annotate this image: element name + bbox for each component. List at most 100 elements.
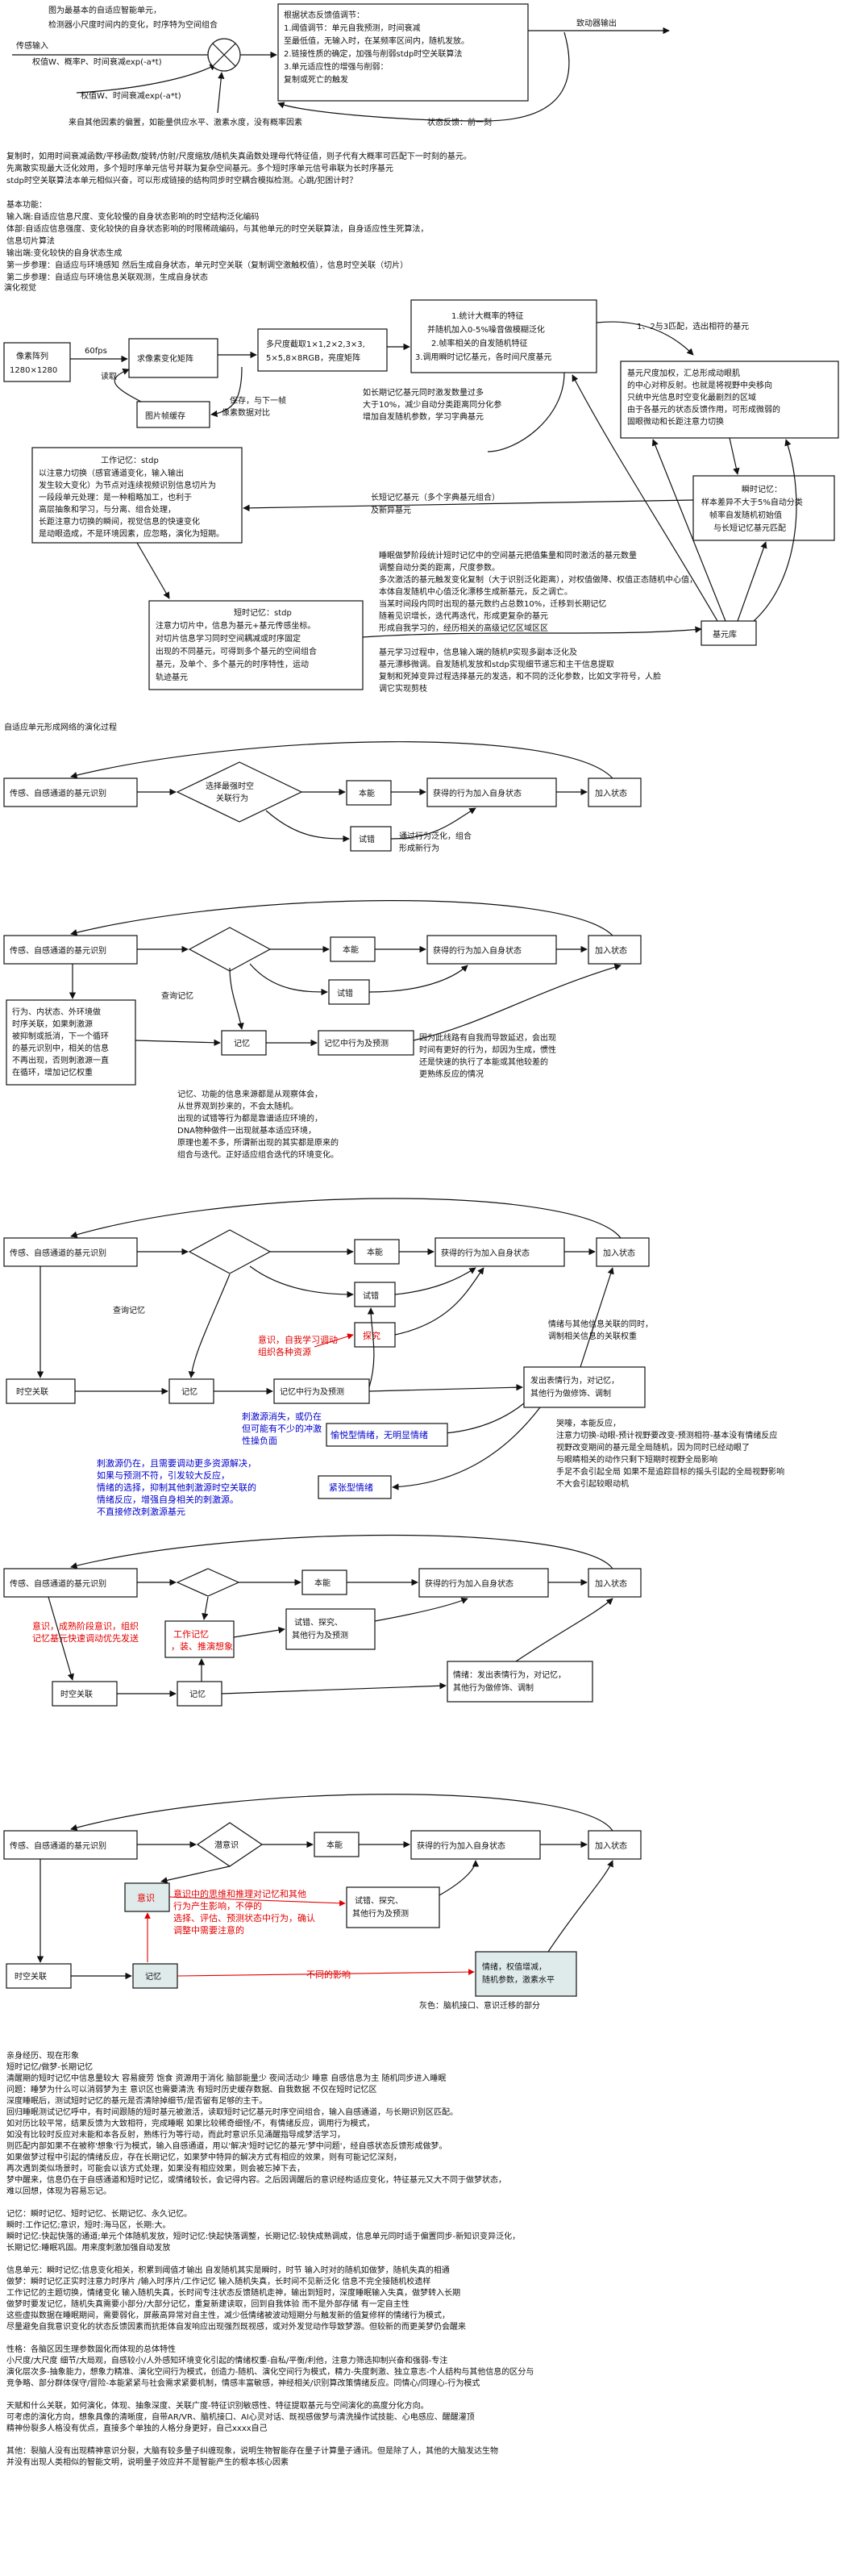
state-line: 3.单元适应性的增强与削弱： xyxy=(284,61,389,72)
svg-text:不再出现，否则刺激源一直: 不再出现，否则刺激源一直 xyxy=(12,1055,109,1065)
svg-text:愉悦型情绪，无明显情绪: 愉悦型情绪，无明显情绪 xyxy=(331,1429,428,1440)
box-label: 出现的不同基元，可得到多个基元的空间组合 xyxy=(156,646,317,657)
box-label: 2.帧率相关的自发随机特征 xyxy=(431,338,528,348)
box-label: 3.调用瞬时记忆基元，各时间尺度基元 xyxy=(415,352,552,362)
svg-text:视野改变期间的基元是全局随机，因为同时已经动眼了: 视野改变期间的基元是全局随机，因为同时已经动眼了 xyxy=(556,1442,750,1453)
state-line: 2.链接性质的确定，加强与削弱stdp时空关联算法 xyxy=(284,48,462,59)
text-line: stdp时空关联算法本单元相似兴奋，可以形成链接的结构同步时空耦合模拟检测。心跳… xyxy=(6,175,357,185)
svg-text:意识，自我学习调动: 意识，自我学习调动 xyxy=(258,1334,338,1345)
instinct-box xyxy=(346,780,392,806)
box-label: 并随机加入0-5%噪音做模糊泛化 xyxy=(427,324,545,335)
svg-text:调整自动分类的距离，尺度参数。: 调整自动分类的距离，尺度参数。 xyxy=(379,562,500,573)
svg-text:随机参数，激素水平: 随机参数，激素水平 xyxy=(482,1974,555,1985)
state-line: 复制或死亡的触发 xyxy=(284,74,348,85)
network-stage-3: 传感、自感通道的基元识别 本能 获得的行为加入自身状态 加入状态 试错 探究 查… xyxy=(3,1198,784,1517)
instinct-box xyxy=(314,1832,360,1857)
svg-text:加入状态: 加入状态 xyxy=(595,1840,627,1851)
join-state-box xyxy=(588,1568,642,1598)
svg-text:组合与迭代。正好适应组合迭代的环境变化。: 组合与迭代。正好适应组合迭代的环境变化。 xyxy=(177,1149,339,1160)
svg-text:时间有更好的行为，却因为生成，惯性: 时间有更好的行为，却因为生成，惯性 xyxy=(419,1044,556,1055)
box-label: 对切片信息学习同时空间耦减或时序固定 xyxy=(156,633,301,644)
box-label: 基元库 xyxy=(713,629,737,640)
svg-text:本能: 本能 xyxy=(343,944,359,955)
box-label: 注意力切片中，信息为基元+基元传感坐标。 xyxy=(156,620,315,631)
network-section-title: 自适应单元形成网络的演化过程 xyxy=(4,722,117,732)
svg-text:因为此线路有自我而导致延迟，会出现: 因为此线路有自我而导致延迟，会出现 xyxy=(419,1032,556,1043)
network-stage-2: 传感、自感通道的基元识别 本能 获得的行为加入自身状态 加入状态 试错 查询记忆… xyxy=(3,900,642,1160)
bottom-text-line: 清醒期的短时记忆中信息量较大 容易疲劳 饱食 资源用于消化 脑部能量少 夜间活动… xyxy=(6,2073,446,2083)
unit-caption: 图为最基本的自适应智能单元， xyxy=(48,5,161,15)
box-label: 5×5,8×8RGB，亮度矩阵 xyxy=(266,352,360,363)
svg-text:在循环，增加记忆权重: 在循环，增加记忆权重 xyxy=(12,1067,93,1078)
trial-explore-box xyxy=(346,1886,440,1928)
svg-text:从世界观到抄来的，不会太随机。: 从世界观到抄来的，不会太随机。 xyxy=(177,1101,298,1111)
working-memory-box xyxy=(31,447,243,544)
box-label: 像素阵列 xyxy=(16,351,48,361)
acquired-box xyxy=(426,935,557,965)
svg-text:随着见识增长，迭代再迭代，形成更复杂的基元: 随着见识增长，迭代再迭代，形成更复杂的基元 xyxy=(379,611,548,621)
box-label: 的中心对称反射。也就是将视野中央移向 xyxy=(627,380,772,390)
svg-text:基元学习过程中，信息输入端的随机P实现多副本泛化及: 基元学习过程中，信息输入端的随机P实现多副本泛化及 xyxy=(379,647,577,657)
box-label: 样本差异不大于5%自动分类 xyxy=(701,497,803,507)
svg-text:基元漂移微调。自发随机发放和stdp实现细节递忘和主干信息提: 基元漂移微调。自发随机发放和stdp实现细节递忘和主干信息提取 xyxy=(379,659,614,669)
svg-text:情绪，权值增减，: 情绪，权值增减， xyxy=(482,1961,547,1972)
bottom-text-line: 短时记忆/做梦-长期记忆 xyxy=(6,2061,93,2072)
bottom-text-line: 如果做梦过程中引起的情绪反应，存在长期记忆，如果梦中特异的解决方式有相应的效果，… xyxy=(6,2152,401,2162)
bottom-text-line: 瞬时记忆:快起快落的通道;单元个体随机发放，短时记忆:快起快落调整，长期记忆:较… xyxy=(6,2231,520,2241)
ltm-label: 长短记忆基元（多个字典基元组合） xyxy=(371,492,500,502)
mid-note: 增加自发随机参数，学习字典基元 xyxy=(363,411,484,422)
box-label: 图片帧缓存 xyxy=(145,411,185,421)
box-label: 1.统计大概率的特征 xyxy=(451,311,524,321)
bottom-text-line: 这些虚拟数据在睡眠期间，需要弱化，屏蔽高异常对自主性，减少低情绪被波动短期分与触… xyxy=(6,2310,450,2320)
box-label: 固眼微动和长距注意力切换 xyxy=(627,416,724,427)
svg-text:记忆: 记忆 xyxy=(145,1971,161,1982)
svg-text:调制相关信息的关联权重: 调制相关信息的关联权重 xyxy=(548,1331,637,1341)
pixel-array-box xyxy=(3,342,71,382)
basic-function-text: 复制时，如用时间衰减函数/平移函数/旋转/仿射/尺度缩放/随机失真函数处理母代特… xyxy=(6,151,472,282)
text-line: 基本功能： xyxy=(6,199,47,210)
working-memory-box xyxy=(164,1620,235,1658)
svg-text:传感、自感通道的基元识别: 传感、自感通道的基元识别 xyxy=(10,788,106,798)
svg-text:的基元识别中，相关的信息: 的基元识别中，相关的信息 xyxy=(12,1043,109,1053)
svg-text:当某时间段内同时出现的基元数约占总数10%，迁移到长期记忆: 当某时间段内同时出现的基元数约占总数10%，迁移到长期记忆 xyxy=(379,598,606,609)
svg-text:情绪反应，增强自身相关的刺激源。: 情绪反应，增强自身相关的刺激源。 xyxy=(97,1494,239,1505)
svg-text:，装、推演想象: ，装、推演想象 xyxy=(171,1640,233,1652)
svg-text:手足不会引起全局 如果不是追踪目标的摇头引起的全局视野影响: 手足不会引起全局 如果不是追踪目标的摇头引起的全局视野影响 xyxy=(556,1466,784,1477)
svg-text:与眼睛相关的动作只剩下短期时视野全局影响: 与眼睛相关的动作只剩下短期时视野全局影响 xyxy=(556,1454,717,1465)
memory-box xyxy=(132,1963,178,1989)
instant-memory-box xyxy=(692,475,835,541)
svg-text:调它实现剪枝: 调它实现剪枝 xyxy=(379,683,427,694)
svg-text:探究: 探究 xyxy=(363,1330,380,1341)
join-state-box xyxy=(588,935,642,965)
svg-text:时空关联: 时空关联 xyxy=(15,1971,47,1982)
sleep-note: 睡眠做梦阶段统计短时记忆中的空间基元把值集量和同时激活的基元数量 调整自动分类的… xyxy=(379,550,697,633)
acquired-box xyxy=(410,1830,541,1860)
svg-text:传感、自感通道的基元识别: 传感、自感通道的基元识别 xyxy=(10,1248,106,1258)
svg-text:时空关联: 时空关联 xyxy=(16,1386,48,1397)
join-state-box xyxy=(596,1237,650,1267)
bottom-text-line: 并没有出现人类相似的智能文明，说明量子效应并不是智能产生的根本核心因素 xyxy=(6,2457,289,2467)
svg-text:但可能有不少的冲激: 但可能有不少的冲激 xyxy=(242,1423,322,1434)
svg-text:意识中的思维和推理对记忆和其他: 意识中的思维和推理对记忆和其他 xyxy=(173,1888,306,1899)
frame-cache-box xyxy=(136,401,210,428)
svg-text:本体自发随机中心值泛化漂移生成新基元，反之调亡。: 本体自发随机中心值泛化漂移生成新基元，反之调亡。 xyxy=(379,586,572,597)
svg-text:关联行为: 关联行为 xyxy=(216,793,248,803)
box-label: 一段段单元处理：是一种粗略加工，也利于 xyxy=(39,492,192,502)
bottom-text-line: 做梦：瞬时记忆正实时注意力时序片 /输入时序片/工作记忆 输入随机失真，长时间不… xyxy=(6,2276,430,2286)
state-line: 至最低值，无输入时，在某频率区间内，随机发放。 xyxy=(284,35,469,46)
ltm-arrow xyxy=(243,499,694,512)
learning-note: 基元学习过程中，信息输入端的随机P实现多副本泛化及 基元漂移微调。自发随机发放和… xyxy=(379,647,661,694)
box-label: 帧率自发随机初始值 xyxy=(709,510,782,520)
box-label: 与长短记忆基元匹配 xyxy=(713,523,786,533)
bottom-text-line: 小尺度/大尺度 细节/大局观，自感较小/人外感知环境变化引起的情绪权重-自私/平… xyxy=(6,2355,447,2366)
svg-text:时空关联: 时空关联 xyxy=(60,1689,93,1699)
short-memory-box xyxy=(148,600,364,690)
svg-text:记忆基元快速调动优先发送: 记忆基元快速调动优先发送 xyxy=(32,1632,139,1644)
svg-text:行为产生影响，不停的: 行为产生影响，不停的 xyxy=(173,1900,262,1911)
bottom-text-line: 如对历比较平常，结果反馈为大致相符，完成睡眠 如果比较稀奇细怪/不，有情绪反应，… xyxy=(6,2118,375,2128)
svg-text:不直接修改刺激源基元: 不直接修改刺激源基元 xyxy=(97,1506,185,1517)
sense-box xyxy=(3,935,138,965)
svg-text:形成自我学习的，经历相关的高级记忆区域区区: 形成自我学习的，经历相关的高级记忆区域区区 xyxy=(379,623,548,633)
network-stage-1: 传感、自感通道的基元识别 选择最强时空 关联行为 本能 获得的行为加入自身状态 … xyxy=(3,741,642,853)
